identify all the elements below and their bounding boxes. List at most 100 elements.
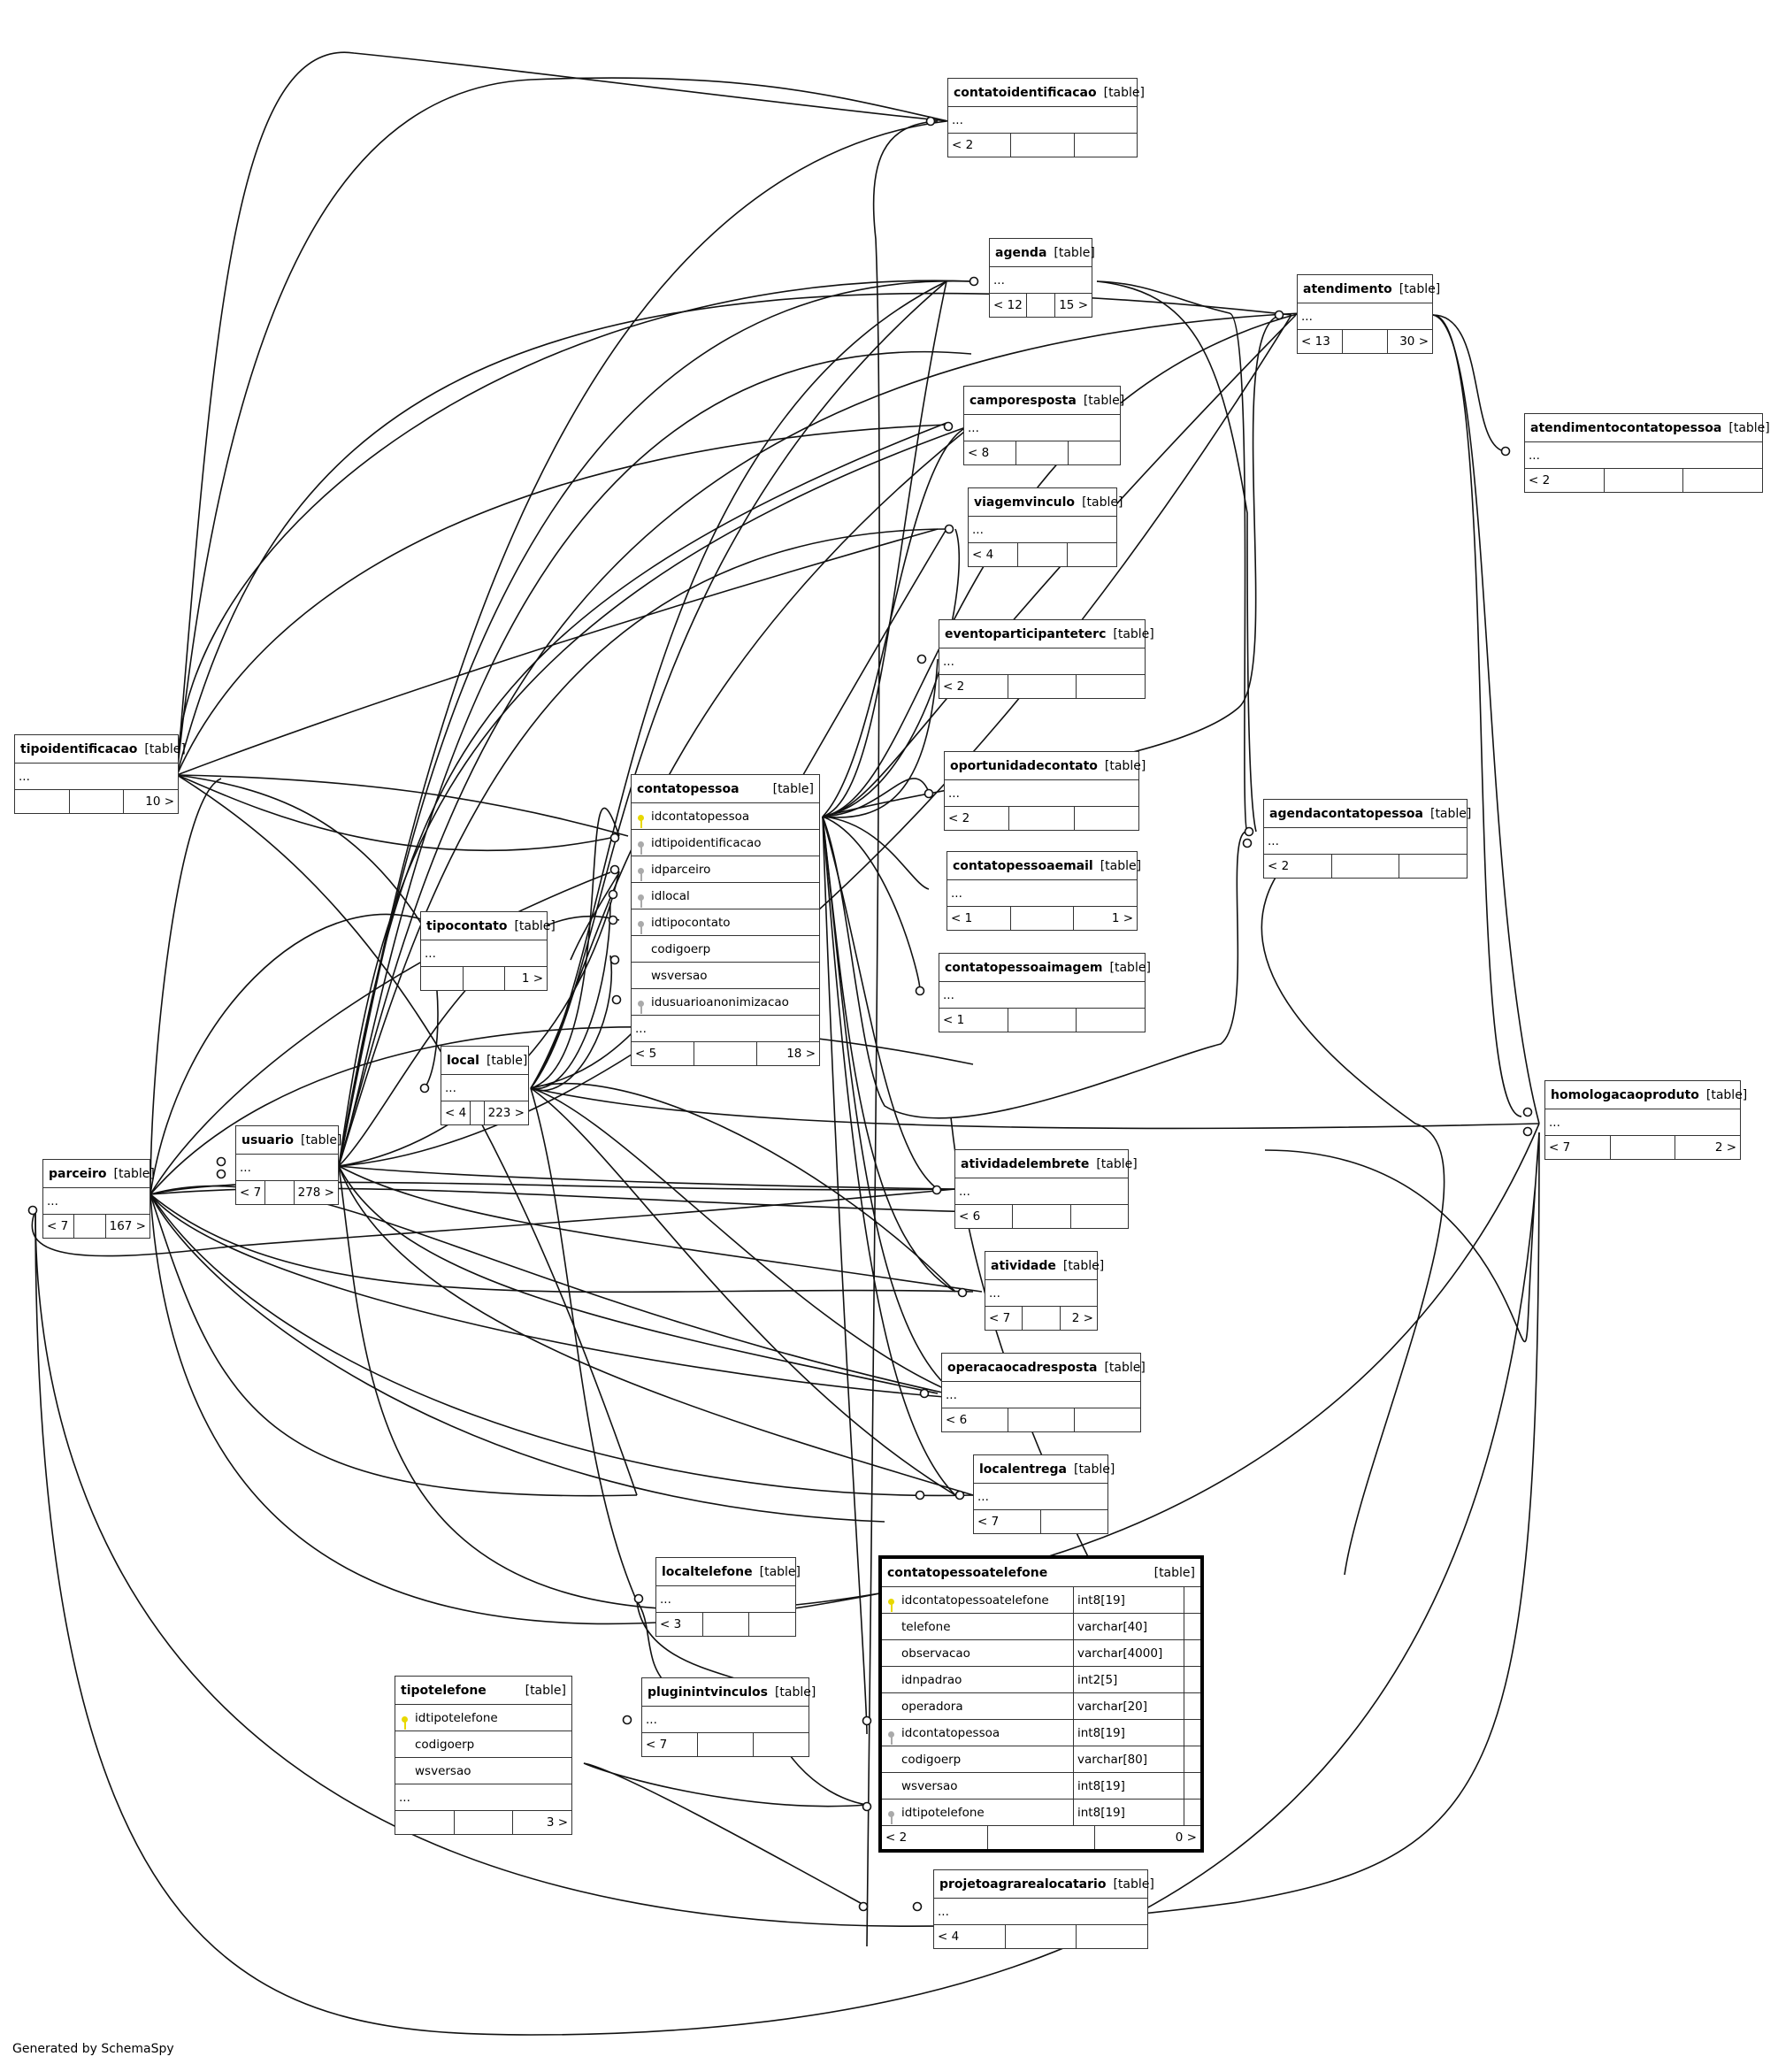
parents-count: < 2 bbox=[948, 811, 970, 825]
parents-count: < 7 bbox=[1549, 1140, 1571, 1155]
table-operacaocadresposta[interactable]: operacaocadresposta[table] ... < 6 bbox=[941, 1353, 1146, 1432]
table-atendimentocontatopessoa[interactable]: atendimentocontatopessoa[table] ... < 2 bbox=[1524, 413, 1770, 493]
table-camporesposta[interactable]: camporesposta[table] ... < 8 bbox=[963, 386, 1124, 465]
primary-key-icon bbox=[402, 1715, 409, 1731]
parents-count: < 12 bbox=[993, 298, 1023, 312]
children-count bbox=[1399, 855, 1467, 878]
column-wsversao: wsversao bbox=[901, 1778, 958, 1793]
children-count: 30 > bbox=[1387, 330, 1432, 353]
children-count: 18 > bbox=[756, 1042, 819, 1065]
parents-count: < 3 bbox=[660, 1617, 682, 1631]
more-columns: ... bbox=[943, 987, 954, 1002]
table-tag: [table] bbox=[144, 741, 186, 756]
table-tag: [table] bbox=[759, 1564, 801, 1579]
parents-count: < 2 bbox=[1268, 859, 1290, 873]
table-name: tipocontato bbox=[426, 918, 508, 933]
table-atividadelembrete[interactable]: atividadelembrete[table] ... < 6 bbox=[954, 1149, 1138, 1229]
column-type: int8[19] bbox=[1073, 1800, 1184, 1825]
foreign-key-icon bbox=[638, 920, 645, 935]
parents-count: < 4 bbox=[445, 1106, 467, 1120]
table-tag: [table] bbox=[1104, 1360, 1146, 1375]
more-columns: ... bbox=[660, 1592, 671, 1607]
table-contatopessoatelefone[interactable]: contatopessoatelefone[table] idcontatope… bbox=[878, 1555, 1204, 1853]
table-eventoparticipanteterc[interactable]: eventoparticipanteterc [table] ... < 2 bbox=[939, 619, 1154, 699]
table-tag: [table] bbox=[1153, 1565, 1195, 1580]
table-name: tipotelefone bbox=[401, 1683, 487, 1698]
parents-count: < 2 bbox=[943, 679, 965, 694]
foreign-key-icon bbox=[638, 1000, 645, 1015]
more-columns: ... bbox=[951, 886, 962, 901]
parents-count: < 7 bbox=[646, 1738, 668, 1752]
table-name: atividadelembrete bbox=[961, 1156, 1090, 1171]
table-contatopessoaimagem[interactable]: contatopessoaimagem[table] ... < 1 bbox=[939, 953, 1151, 1032]
parents-count: < 7 bbox=[240, 1186, 262, 1200]
more-columns: ... bbox=[943, 654, 954, 669]
table-name: usuario bbox=[241, 1132, 295, 1147]
table-tag: [table] bbox=[1100, 858, 1142, 873]
table-localtelefone[interactable]: localtelefone [table] ... < 3 bbox=[655, 1557, 801, 1637]
parents-count: < 4 bbox=[938, 1930, 960, 1944]
table-localentrega[interactable]: localentrega[table] ... < 7 bbox=[973, 1454, 1115, 1534]
foreign-key-icon bbox=[638, 840, 645, 856]
column-idtipotelefone: idtipotelefone bbox=[882, 1806, 1073, 1824]
column-codigoerp: codigoerp bbox=[651, 941, 711, 956]
children-count: 1 > bbox=[1073, 907, 1137, 930]
parents-count: < 5 bbox=[635, 1047, 657, 1061]
table-tipoidentificacao[interactable]: tipoidentificacao[table] ... 10 > bbox=[14, 734, 186, 814]
table-tag: [table] bbox=[525, 1683, 566, 1698]
table-tag: [table] bbox=[486, 1053, 528, 1068]
table-agendacontatopessoa[interactable]: agendacontatopessoa[table] ... < 2 bbox=[1263, 799, 1471, 879]
table-tag: [table] bbox=[1399, 281, 1441, 296]
column-codigoerp: codigoerp bbox=[415, 1737, 475, 1752]
table-name: agendacontatopessoa bbox=[1269, 806, 1423, 821]
more-columns: ... bbox=[959, 1184, 970, 1199]
parents-count: < 13 bbox=[1301, 334, 1330, 349]
column-observacao: observacao bbox=[901, 1646, 970, 1661]
foreign-key-icon bbox=[888, 1731, 895, 1746]
table-name: contatopessoaemail bbox=[953, 858, 1093, 873]
table-tag: [table] bbox=[1113, 626, 1154, 641]
more-columns: ... bbox=[977, 1489, 989, 1504]
children-count: 0 > bbox=[1093, 1826, 1200, 1849]
table-tipotelefone[interactable]: tipotelefone [table] idtipotelefone codig… bbox=[395, 1676, 572, 1835]
table-pluginintvinculos[interactable]: pluginintvinculos[table] ... < 7 bbox=[641, 1677, 816, 1757]
table-tag: [table] bbox=[514, 918, 556, 933]
parents-count: < 7 bbox=[989, 1311, 1011, 1325]
table-name: viagemvinculo bbox=[974, 495, 1076, 510]
table-contatoidentificacao[interactable]: contatoidentificacao[table] ... < 2 bbox=[947, 78, 1145, 157]
primary-key-icon bbox=[888, 1598, 895, 1613]
children-count bbox=[1069, 1205, 1128, 1228]
more-columns: ... bbox=[946, 1387, 957, 1402]
table-viagemvinculo[interactable]: viagemvinculo[table] ... < 4 bbox=[968, 487, 1123, 567]
table-name: eventoparticipanteterc bbox=[945, 626, 1107, 641]
table-name: localtelefone bbox=[662, 1564, 753, 1579]
table-oportunidadecontato[interactable]: oportunidadecontato[table] ... < 2 bbox=[944, 751, 1146, 831]
parents-count: < 1 bbox=[951, 911, 973, 925]
table-tag: [table] bbox=[1109, 960, 1151, 975]
children-count: 223 > bbox=[483, 1101, 528, 1124]
table-name: contatopessoaimagem bbox=[945, 960, 1103, 975]
more-columns: ... bbox=[445, 1080, 456, 1095]
column-idtipotelefone: idtipotelefone bbox=[395, 1711, 571, 1730]
parents-count: < 2 bbox=[885, 1830, 908, 1845]
table-name: atendimento bbox=[1303, 281, 1392, 296]
column-idcontatopessoa: idcontatopessoa bbox=[882, 1726, 1073, 1745]
table-tipocontato[interactable]: tipocontato[table] ... 1 > bbox=[420, 911, 556, 991]
table-tag: [table] bbox=[1104, 758, 1146, 773]
parents-count bbox=[395, 1811, 454, 1834]
table-contatopessoaemail[interactable]: contatopessoaemail [table] ... < 1 1 > bbox=[946, 851, 1142, 931]
table-projetoagrarealocatario[interactable]: projetoagrarealocatario[table] ... < 4 bbox=[933, 1869, 1154, 1949]
children-count bbox=[1073, 807, 1138, 830]
table-contatopessoa[interactable]: contatopessoa[table] idcontatopessoa idt… bbox=[631, 774, 820, 1066]
table-name: contatoidentificacao bbox=[954, 85, 1097, 100]
more-columns: ... bbox=[993, 272, 1005, 288]
table-tag: [table] bbox=[301, 1132, 342, 1147]
table-tag: [table] bbox=[774, 1684, 816, 1700]
